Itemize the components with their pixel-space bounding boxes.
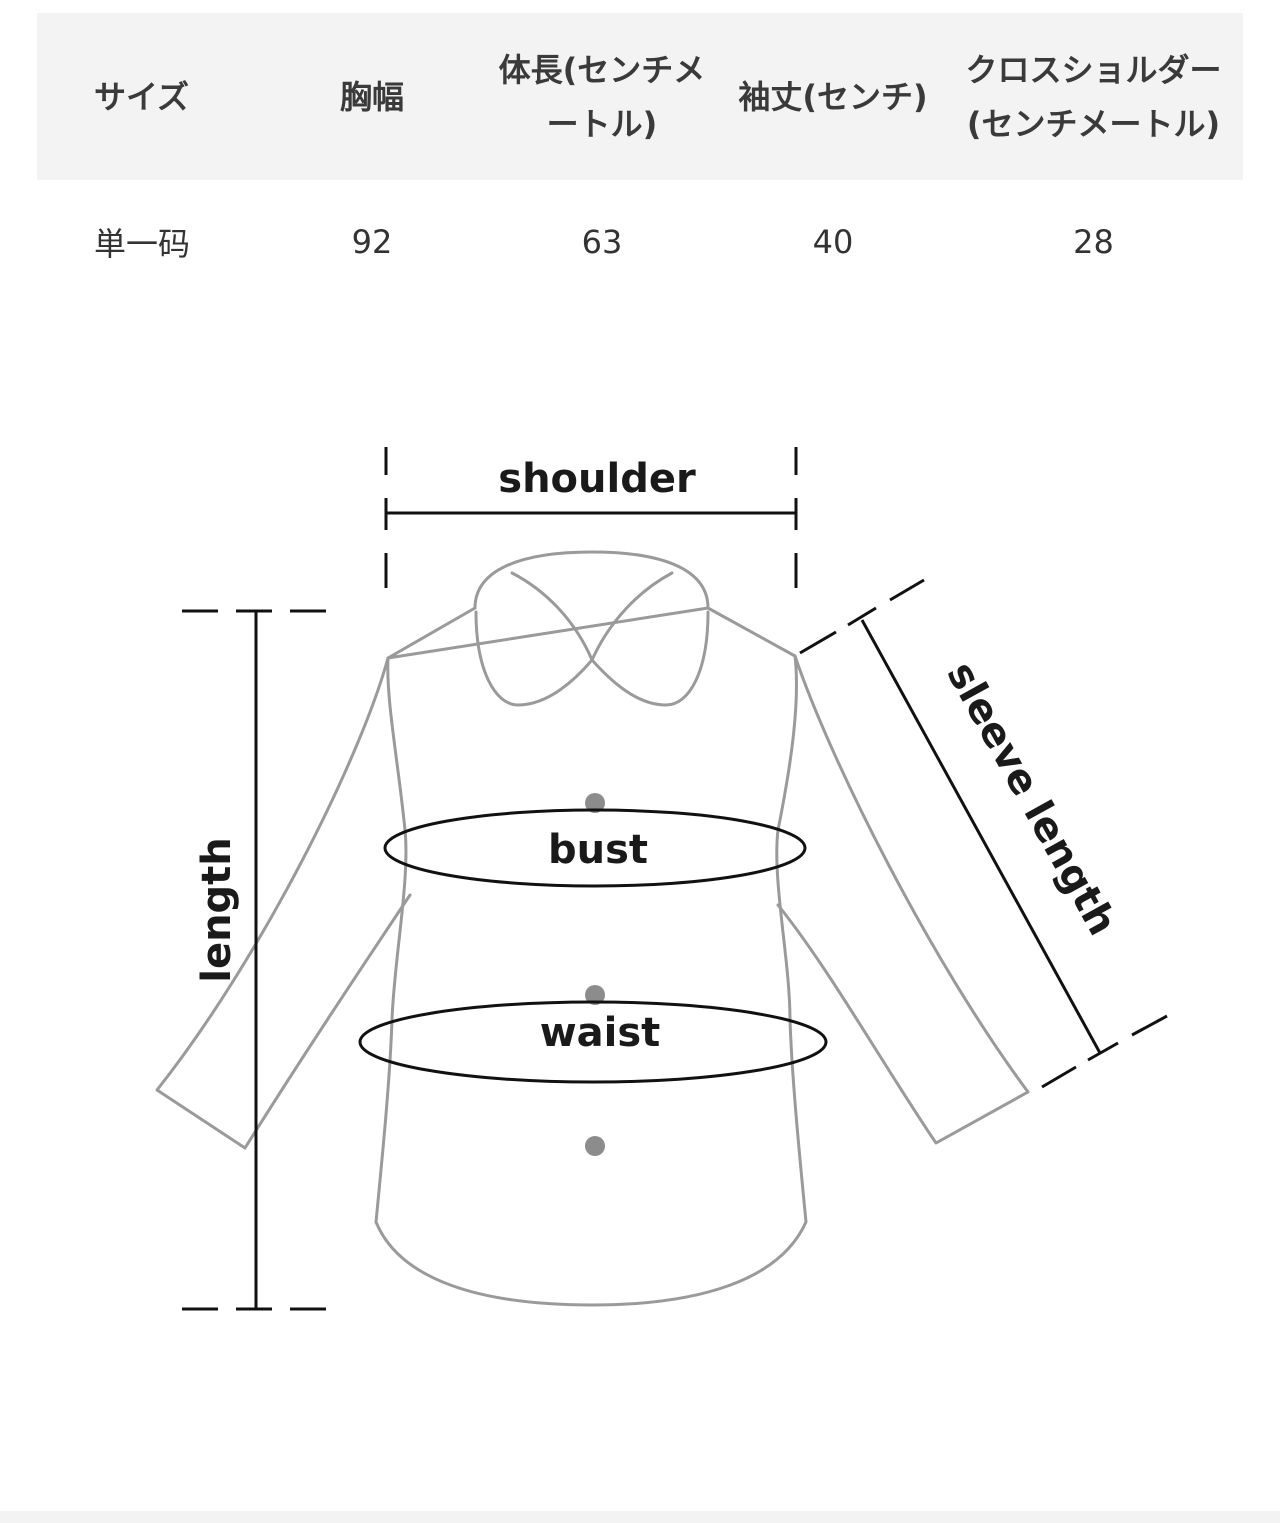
length-measure [182, 609, 326, 1311]
sleeve-length-label: sleeve length [937, 654, 1125, 943]
waist-label: waist [540, 1010, 661, 1056]
length-label: length [194, 837, 240, 983]
bottom-divider [0, 1511, 1280, 1523]
garment-outline [155, 550, 1030, 1307]
waist-measure [358, 1000, 828, 1084]
header-bust-width: 胸幅 [339, 77, 404, 116]
header-body-length: 体長(センチメートル) [498, 50, 706, 143]
header-cross-shoulder: クロスショルダー(センチメートル) [965, 50, 1222, 143]
shoulder-label: shoulder [498, 456, 696, 502]
cell-bust-width: 92 [351, 223, 393, 261]
header-sleeve-length: 袖丈(センチ) [738, 77, 928, 116]
cell-cross-shoulder: 28 [1073, 223, 1114, 261]
header-size: サイズ [94, 77, 190, 116]
sleeve-length-measure [799, 578, 1168, 1089]
button-icon [585, 1136, 605, 1156]
cell-sleeve-length: 40 [812, 223, 854, 261]
button-icon [585, 985, 605, 1005]
button-icon [585, 793, 605, 813]
cell-body-length: 63 [581, 223, 623, 261]
bust-measure [383, 808, 807, 888]
cell-size: 単一码 [94, 225, 191, 263]
size-table: サイズ 胸幅 体長(センチメートル) 袖丈(センチ) クロスショルダー(センチメ… [37, 13, 1243, 304]
shoulder-measure [384, 447, 798, 588]
table-header-row: サイズ 胸幅 体長(センチメートル) 袖丈(センチ) クロスショルダー(センチメ… [37, 13, 1243, 180]
bust-label: bust [548, 827, 648, 873]
table-row: 単一码 92 63 40 28 [37, 180, 1243, 304]
